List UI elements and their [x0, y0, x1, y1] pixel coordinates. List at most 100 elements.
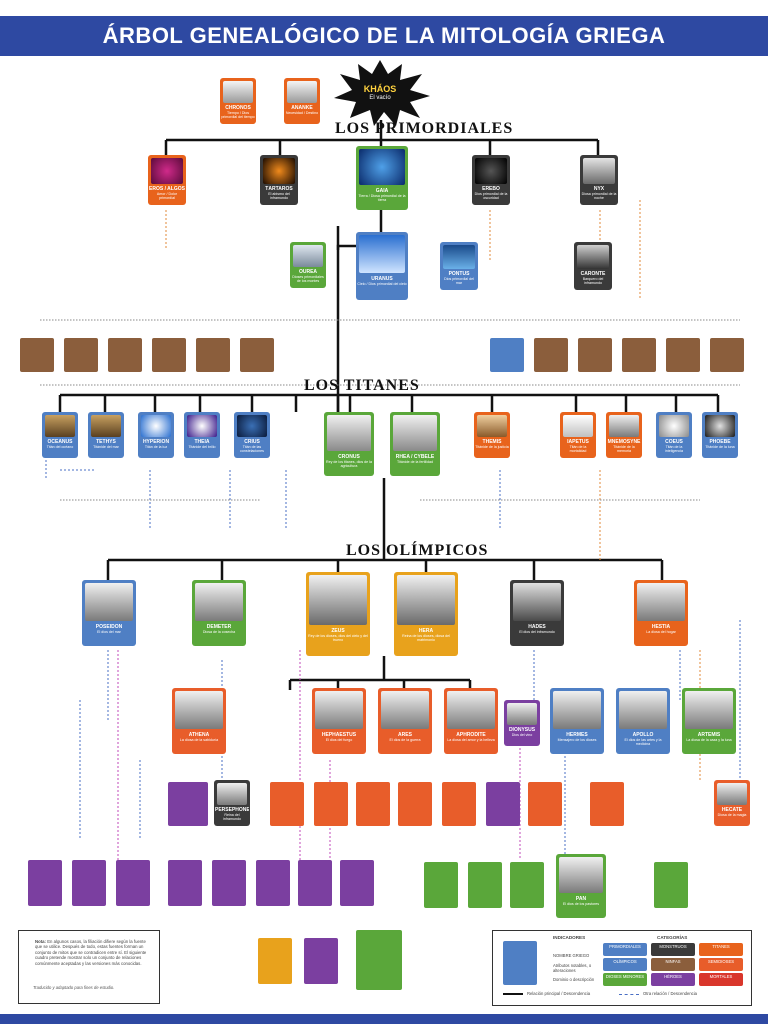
khaos-name: KHÁOS — [363, 84, 397, 94]
poseidon-name: POSEIDON — [95, 624, 123, 630]
persephone-image — [217, 783, 247, 805]
card-hades[interactable]: HADES El dios del inframundo — [510, 580, 564, 646]
card-tethys[interactable]: TETHYS Titánide del mar — [88, 412, 124, 458]
card-demeter[interactable]: DEMETER Diosa de la cosecha — [192, 580, 246, 646]
hestia-desc: La diosa del hogar — [646, 630, 676, 634]
crius-desc: Titán de las constelaciones — [240, 445, 264, 454]
card-chronos[interactable]: CHRONOS Tiempo / Dios primordial del tie… — [220, 78, 256, 124]
card-pan[interactable]: PAN El dios de los pastores — [556, 854, 606, 918]
poseidon-desc: El dios del mar — [97, 630, 121, 634]
dionysus-image — [507, 703, 537, 725]
card-pontus[interactable]: PONTUS Dios primordial del mar — [440, 242, 478, 290]
note-footer: Traducido y adaptado para fines de estud… — [33, 985, 115, 990]
phoebe-image — [705, 415, 735, 437]
hephaestus-desc: El dios del fuego — [325, 738, 353, 742]
legend-dominio: Dominio o descripción — [553, 977, 595, 982]
card-hestia[interactable]: HESTIA La diosa del hogar — [634, 580, 688, 646]
demeter-desc: Diosa de la cosecha — [202, 630, 236, 634]
card-poseidon[interactable]: POSEIDON El dios del mar — [82, 580, 136, 646]
tartarus-image — [263, 158, 295, 184]
note-body: En algunos casos, la filiación difiere s… — [35, 939, 147, 966]
crius-name: CRIUS — [244, 439, 260, 445]
card-zeus[interactable]: ZEUS Rey de los dioses, dios del cielo y… — [306, 572, 370, 656]
cronus-desc: Rey de los titanes, dios de la agricultu… — [326, 460, 372, 469]
card-oceanus[interactable]: OCÉANUS Titán del océano — [42, 412, 78, 458]
card-ourea[interactable]: OUREA Dioses primordiales de los montes — [290, 242, 326, 288]
page-title: ÁRBOL GENEALÓGICO DE LA MITOLOGÍA GRIEGA — [102, 23, 666, 48]
card-hera[interactable]: HERA Reina de los dioses, diosa del matr… — [394, 572, 458, 656]
card-ananke[interactable]: ANANKE Necesidad / Destino — [284, 78, 320, 124]
ananke-desc: Necesidad / Destino — [285, 111, 319, 115]
gaia-desc: Tierra / Diosa primordial de la tierra — [358, 194, 406, 203]
pan-desc: El dios de los pastores — [562, 902, 600, 906]
pontus-name: PONTUS — [448, 271, 470, 277]
card-hermes[interactable]: HERMES Mensajero de los dioses — [550, 688, 604, 754]
hyperion-name: HYPERION — [142, 439, 170, 445]
card-mnemosyne[interactable]: MNEMOSYNE Titánide de la memoria — [606, 412, 642, 458]
card-ares[interactable]: ARES El dios de la guerra — [378, 688, 432, 754]
card-dionysus[interactable]: DIONYSUS Dios del vino — [504, 700, 540, 746]
ananke-name: ANANKE — [291, 105, 313, 111]
card-iapetus[interactable]: IAPETUS Titán de la mortalidad — [560, 412, 596, 458]
starburst-icon — [334, 60, 430, 126]
card-eros[interactable]: EROS / ALGOS Amor / Dolor primordial — [148, 155, 186, 205]
hermes-name: HERMES — [566, 732, 588, 738]
card-crius[interactable]: CRIUS Titán de las constelaciones — [234, 412, 270, 458]
dionysus-desc: Dios del vino — [511, 733, 533, 737]
persephone-name: PERSEPHONE — [215, 807, 249, 813]
iapetus-name: IAPETUS — [567, 439, 589, 445]
card-hecate[interactable]: HECATE Diosa de la magia — [714, 780, 750, 826]
card-nyx[interactable]: NYX Diosa primordial de la noche — [580, 155, 618, 205]
tartarus-desc: El abismo del inframundo — [268, 192, 290, 201]
card-tartarus[interactable]: TÁRTAROS El abismo del inframundo — [260, 155, 298, 205]
hestia-name: HESTIA — [651, 624, 671, 630]
aphrodite-name: APHRODITE — [456, 732, 486, 738]
top-band — [0, 0, 768, 14]
card-aphrodite[interactable]: APHRODITE La diosa del amor y la belleza — [444, 688, 498, 754]
card-hephaestus[interactable]: HEPHAESTUS El dios del fuego — [312, 688, 366, 754]
card-rhea[interactable]: RHEA / CYBELE Titánide de la fertilidad — [390, 412, 440, 476]
legend-cat-3: OLÍMPICOS — [603, 958, 647, 971]
ares-image — [381, 691, 429, 729]
mnemosyne-image — [609, 415, 639, 437]
card-theia[interactable]: THEIA Titánide del brillo — [184, 412, 220, 458]
legend-otra: Otra relación / Descendencia — [643, 991, 697, 996]
caronte-desc: Barquero del inframundo — [582, 277, 604, 286]
card-caronte[interactable]: CARONTE Barquero del inframundo — [574, 242, 612, 290]
card-hyperion[interactable]: HYPERION Titán de la luz — [138, 412, 174, 458]
chronos-image — [223, 81, 253, 103]
card-persephone[interactable]: PERSEPHONE Reina del inframundo — [214, 780, 250, 826]
section-primordiales: LOS PRIMORDIALES — [335, 120, 514, 137]
card-athena[interactable]: ATHENA La diosa de la sabiduría — [172, 688, 226, 754]
card-artemis[interactable]: ARTEMIS La diosa de la caza y la luna — [682, 688, 736, 754]
rhea-desc: Titánide de la fertilidad — [396, 460, 434, 464]
aphrodite-desc: La diosa del amor y la belleza — [447, 738, 495, 742]
nyx-name: NYX — [593, 186, 605, 192]
poseidon-image — [85, 583, 133, 621]
persephone-desc: Reina del inframundo — [223, 813, 241, 822]
card-uranus[interactable]: URANUS Cielo / Dios primordial del cielo — [356, 232, 408, 300]
erebus-image — [475, 158, 507, 184]
demeter-image — [195, 583, 243, 621]
tethys-image — [91, 415, 121, 437]
tethys-desc: Titánide del mar — [93, 445, 119, 449]
card-phoebe[interactable]: PHOEBE Titánide de la luna — [702, 412, 738, 458]
pan-image — [559, 857, 603, 893]
theia-desc: Titánide del brillo — [188, 445, 216, 449]
card-apollo[interactable]: APOLLO El dios de las artes y la medicin… — [616, 688, 670, 754]
hermes-desc: Mensajero de los dioses — [557, 738, 597, 742]
cronus-name: CRONUS — [338, 454, 360, 460]
cronus-image — [327, 415, 371, 451]
apollo-desc: El dios de las artes y la medicina — [624, 738, 662, 747]
artemis-desc: La diosa de la caza y la luna — [686, 738, 732, 742]
card-cronus[interactable]: CRONUS Rey de los titanes, dios de la ag… — [324, 412, 374, 476]
gaia-image — [359, 149, 405, 185]
card-themis[interactable]: THEMIS Titánide de la justicia — [474, 412, 510, 458]
card-coeus[interactable]: COEUS Titán de la inteligencia — [656, 412, 692, 458]
card-gaia[interactable]: GAIA Tierra / Diosa primordial de la tie… — [356, 146, 408, 210]
card-erebus[interactable]: ÉREBO Dios primordial de la oscuridad — [472, 155, 510, 205]
hera-name: HERA — [418, 628, 434, 634]
crius-image — [237, 415, 267, 437]
legend-nombre: NOMBRE GRIEGO — [553, 953, 590, 958]
